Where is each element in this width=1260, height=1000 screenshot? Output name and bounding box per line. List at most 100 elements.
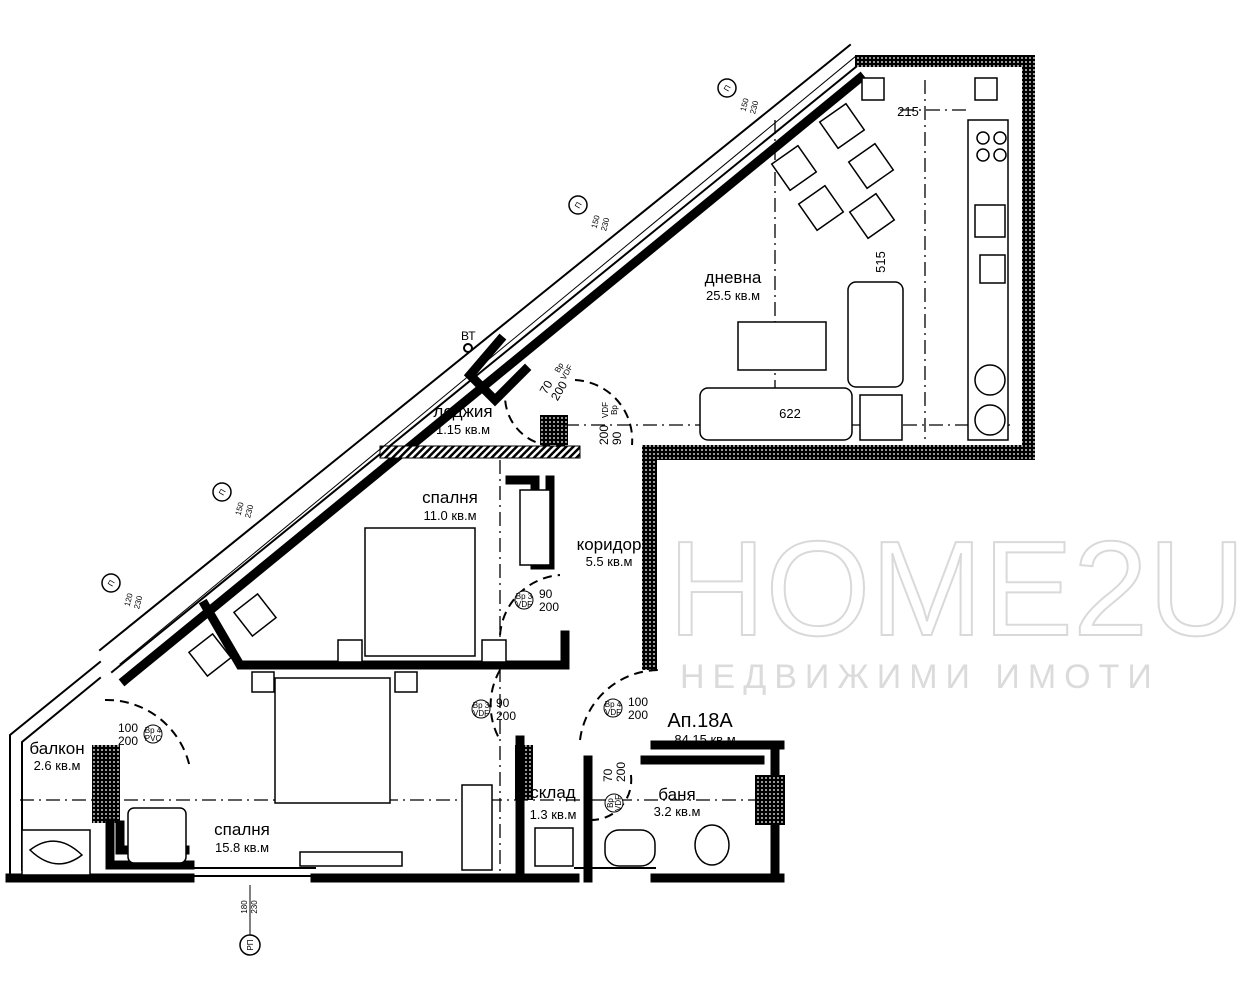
- window-mark: П: [217, 487, 228, 497]
- bed-small: [364, 527, 476, 657]
- door-code: Вр 3: [516, 592, 533, 601]
- furniture: [21, 77, 1009, 876]
- door-width: 70: [537, 378, 556, 397]
- door-tag: 100 200 Вр 4 PVC: [118, 721, 163, 748]
- coffee-table: [737, 321, 827, 371]
- room-name-bedroom-small: спалня: [422, 488, 478, 507]
- watermark-brand: HOME2U: [668, 513, 1246, 664]
- door-tag: 70 200 Вр VDF: [537, 361, 575, 403]
- bed-large: [274, 677, 391, 804]
- door-width: 90: [496, 696, 510, 710]
- apartment-area: 84.15 кв.м: [674, 732, 735, 747]
- window-width: 120: [123, 592, 135, 608]
- room-name-living: дневна: [705, 268, 762, 287]
- side-unit: [859, 394, 903, 441]
- door-code: Вр: [553, 361, 566, 374]
- door-width: 100: [118, 721, 138, 735]
- window-width: 180: [240, 900, 249, 914]
- room-name-balcony: балкон: [29, 739, 84, 758]
- watermark-tagline: НЕДВИЖИМИ ИМОТИ: [680, 658, 1160, 696]
- door-tag: Вр 3 VDF 90 200: [471, 696, 516, 723]
- riser-label: ВТ: [461, 329, 476, 343]
- room-area-balcony: 2.6 кв.м: [34, 758, 81, 773]
- door-type: PVC: [145, 734, 162, 743]
- door-type: VDF: [605, 708, 621, 717]
- door-type: VDF: [473, 709, 489, 718]
- window-height: 230: [748, 99, 760, 115]
- exterior-walls: [5, 43, 1035, 883]
- door-code: Вр 4: [605, 700, 622, 709]
- room-name-bedroom-large: спалня: [214, 820, 270, 839]
- door-height: 200: [496, 709, 516, 723]
- window-width: 150: [739, 97, 751, 113]
- door-tag: Вр 3 VDF 90 200: [514, 587, 559, 614]
- door-height: 200: [118, 734, 138, 748]
- sink-2: [979, 254, 1006, 284]
- window-height: 230: [132, 594, 144, 610]
- room-name-storage: склад: [530, 783, 576, 802]
- room-name-bathroom: баня: [658, 785, 695, 804]
- window-height: 230: [250, 900, 259, 914]
- plant-icon: [28, 840, 84, 865]
- dresser: [299, 851, 403, 867]
- window-mark: РП: [246, 939, 255, 950]
- door-width: 90: [539, 587, 553, 601]
- door-tag: Вр 4 VDF 100 200: [603, 695, 648, 722]
- door-height: 200: [628, 708, 648, 722]
- room-area-living: 25.5 кв.м: [706, 288, 760, 303]
- door-type: VDF: [601, 402, 610, 418]
- window-height: 230: [243, 503, 255, 519]
- door-type: VDF: [614, 795, 623, 811]
- door-height: 200: [597, 425, 611, 445]
- corridor-wardrobe: [519, 489, 551, 566]
- dining-chairs: [770, 102, 896, 240]
- door-width: 90: [610, 431, 624, 445]
- armchair-bedroom: [127, 807, 187, 864]
- room-area-bedroom-large: 15.8 кв.м: [215, 840, 269, 855]
- door-tags: 70 200 Вр VDF 200 90 VDF Вр Вр 3 VDF 90 …: [118, 361, 648, 813]
- window-height: 230: [599, 216, 611, 232]
- room-name-corridor: коридор: [577, 535, 642, 554]
- room-name-loggia: лоджия: [433, 402, 492, 421]
- door-height: 200: [548, 378, 570, 403]
- door-width: 70: [601, 768, 615, 782]
- door-width: 100: [628, 695, 648, 709]
- watermark: HOME2U НЕДВИЖИМИ ИМОТИ: [667, 512, 1247, 696]
- dimension-215: 215: [897, 104, 919, 119]
- window-mark: П: [573, 200, 584, 210]
- dimension-515: 515: [873, 251, 888, 273]
- riser-icon: [463, 343, 473, 353]
- door-type: VDF: [516, 600, 532, 609]
- room-area-loggia: 1.15 кв.м: [436, 422, 490, 437]
- window-tag-circle: [717, 78, 737, 98]
- room-area-corridor: 5.5 кв.м: [586, 554, 633, 569]
- window-mark: П: [106, 578, 117, 588]
- water-heater: [534, 827, 574, 867]
- wardrobe: [461, 784, 493, 871]
- room-area-bedroom-small: 11.0 кв.м: [423, 508, 476, 523]
- window-width: 150: [234, 501, 246, 517]
- sofa: [699, 387, 853, 441]
- window-mark: П: [722, 83, 733, 93]
- door-code: Вр: [606, 798, 615, 808]
- room-labels: дневна 25.5 кв.м лоджия 1.15 кв.м спалня…: [29, 268, 761, 855]
- room-area-storage: 1.3 кв.м: [530, 807, 577, 822]
- dimensions: 215 515 622 ВТ: [461, 104, 919, 421]
- armchair-living: [847, 281, 904, 388]
- door-code: Вр 4: [145, 726, 162, 735]
- window-width: 150: [590, 214, 602, 230]
- door-tag: 200 90 VDF Вр: [597, 402, 624, 445]
- door-height: 200: [614, 762, 628, 782]
- door-code: Вр: [610, 405, 619, 415]
- door-code: Вр 3: [473, 701, 490, 710]
- room-area-bathroom: 3.2 кв.м: [654, 804, 701, 819]
- dimension-622: 622: [779, 406, 801, 421]
- washbasin: [604, 829, 656, 867]
